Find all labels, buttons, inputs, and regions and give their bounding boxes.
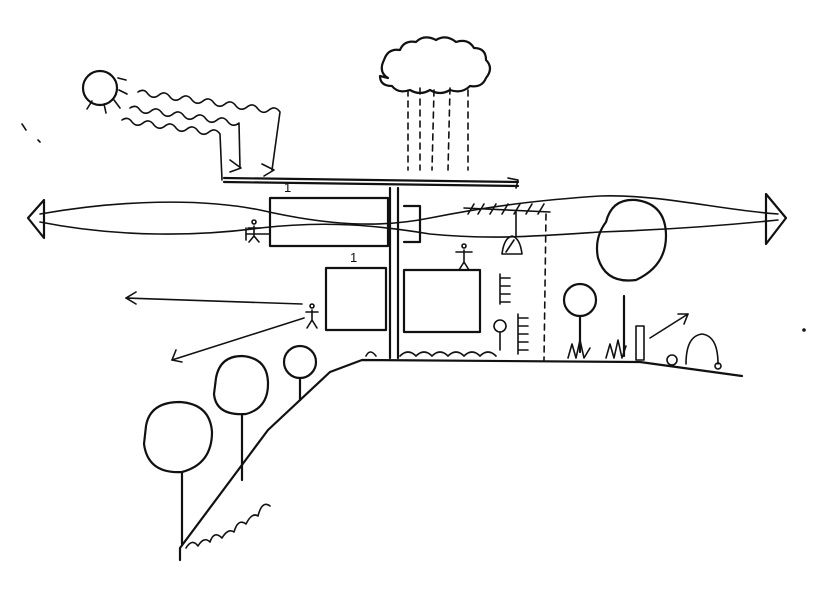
cloud-icon — [378, 36, 492, 95]
pendant-lamp-icon — [501, 235, 523, 255]
floor-label-upper: 1 — [284, 180, 291, 195]
shrubs-right — [666, 333, 722, 370]
tree-left-large — [142, 400, 214, 546]
stair-ladder — [499, 273, 529, 355]
tree-left-small — [282, 344, 318, 402]
view-arrows-lower — [125, 291, 305, 363]
tree-right-small — [562, 282, 598, 354]
tree-left-middle — [212, 354, 270, 482]
ground-terrain — [178, 351, 744, 562]
sun-icon — [81, 69, 128, 114]
stray-marks — [21, 123, 806, 332]
upper-floor: 1 — [245, 180, 422, 248]
roof — [222, 176, 520, 189]
central-columns — [388, 186, 400, 360]
view-line-arrows — [26, 192, 788, 246]
sun-rays — [121, 89, 281, 181]
indoor-plant — [493, 319, 507, 351]
floor-label-lower: 1 — [350, 250, 357, 265]
person-figure-middle — [455, 243, 473, 271]
garden-post — [635, 313, 689, 361]
hatched-wall — [463, 203, 551, 361]
lower-floor: 1 — [324, 250, 482, 334]
rain-lines — [407, 87, 469, 171]
tree-right-large — [595, 198, 668, 358]
person-figure-lower — [305, 303, 319, 329]
grass-tufts — [567, 339, 627, 359]
person-figure-upper — [247, 219, 261, 243]
